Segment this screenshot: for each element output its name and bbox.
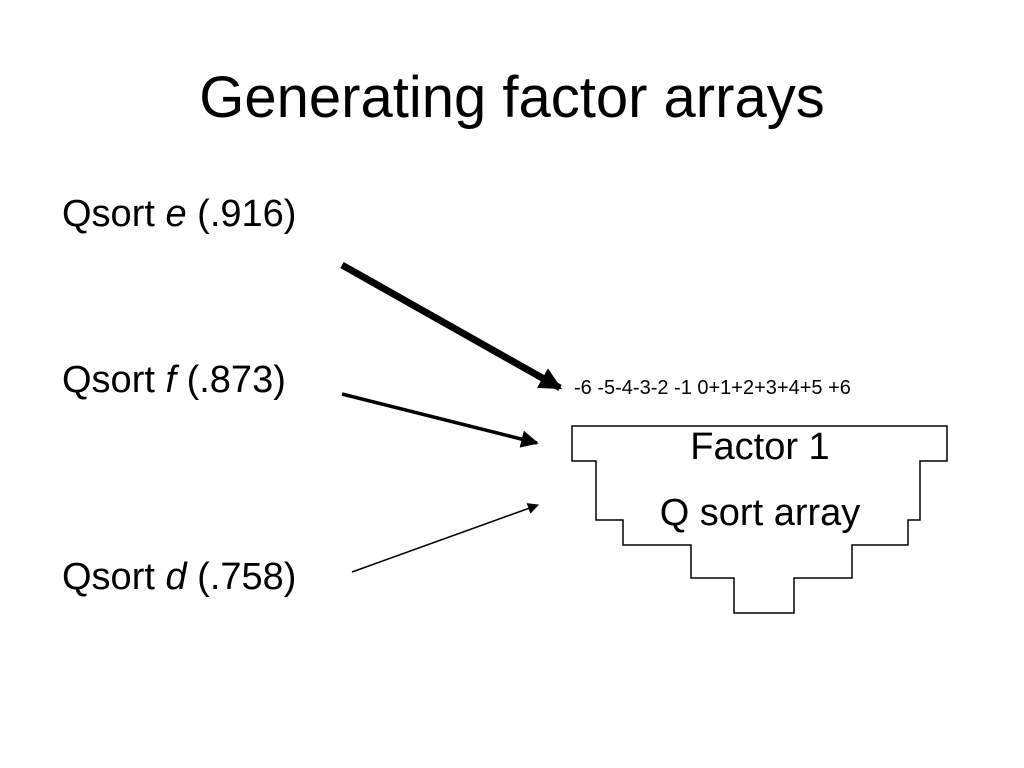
arrow-e (340, 261, 562, 392)
factor-label: Factor 1 (690, 426, 830, 468)
qsort-f-var: f (165, 359, 177, 401)
qsort-e-loading: (.916) (186, 193, 297, 235)
qsort-e-var: e (165, 193, 187, 235)
qsort-e-label: Qsort e (.916) (62, 192, 296, 236)
qsort-d-var: d (165, 556, 187, 598)
qsort-d-loading: (.758) (186, 556, 297, 598)
qsort-d-prefix: Qsort (62, 556, 166, 598)
slide-title: Generating factor arrays (199, 65, 825, 130)
qsort-f-prefix: Qsort (62, 359, 166, 401)
distribution-scale: -6 -5-4-3-2 -1 0+1+2+3+4+5 +6 (574, 377, 851, 399)
qsort-f-label: Qsort f (.873) (62, 358, 286, 402)
q-sort-array-shape (571, 425, 948, 614)
qsort-e-prefix: Qsort (62, 193, 166, 235)
qsort-d-label: Qsort d (.758) (62, 555, 296, 599)
q-sort-array-label: Q sort array (659, 492, 861, 534)
arrow-f (341, 392, 539, 448)
qsort-f-loading: (.873) (176, 359, 286, 401)
arrow-d (351, 503, 540, 573)
